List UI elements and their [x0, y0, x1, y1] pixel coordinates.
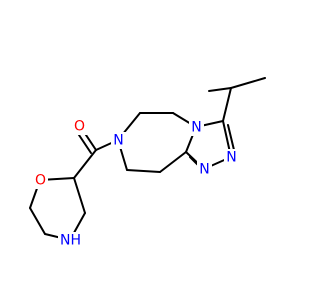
bond-m-c6-c5 — [29, 207, 46, 235]
bond-c8-c9 — [126, 169, 161, 173]
bond-c3-n2-double — [227, 124, 235, 151]
atom-layer: O N N N N O NH — [33, 118, 239, 249]
bond-isopropyl-to-ring — [222, 87, 232, 122]
atom-label-nh-morpholine: NH — [60, 233, 81, 249]
atom-morpholine-nh: NH — [58, 232, 83, 249]
bond-carbonyl-to-morpholine — [73, 149, 97, 179]
atom-label-n-fused: N — [191, 120, 201, 136]
atom-triazole-nitrogen-2: N — [197, 161, 212, 178]
atom-label-o-morpholine: O — [35, 173, 46, 189]
bond-isopropyl-methyl-right — [230, 77, 266, 89]
atom-triazole-nitrogen-3: N — [224, 149, 239, 166]
bond-m-c3-c2 — [73, 177, 86, 214]
atom-carbonyl-oxygen: O — [72, 118, 87, 135]
atom-amide-nitrogen: N — [111, 132, 126, 149]
atom-label-n-amide: N — [113, 133, 123, 149]
atom-label-n-triazole-2: N — [199, 162, 209, 178]
bond-c9-c8a — [159, 151, 187, 173]
atom-label-o-carbonyl: O — [74, 119, 85, 135]
bond-isopropyl-methyl-left — [208, 87, 232, 92]
atom-triazole-fused-nitrogen: N — [189, 119, 204, 136]
atom-morpholine-oxygen: O — [33, 172, 48, 189]
bond-layer — [29, 77, 266, 241]
atom-label-n-triazole-3: N — [226, 150, 236, 166]
molecule-structure: O N N N N O NH — [29, 77, 266, 249]
